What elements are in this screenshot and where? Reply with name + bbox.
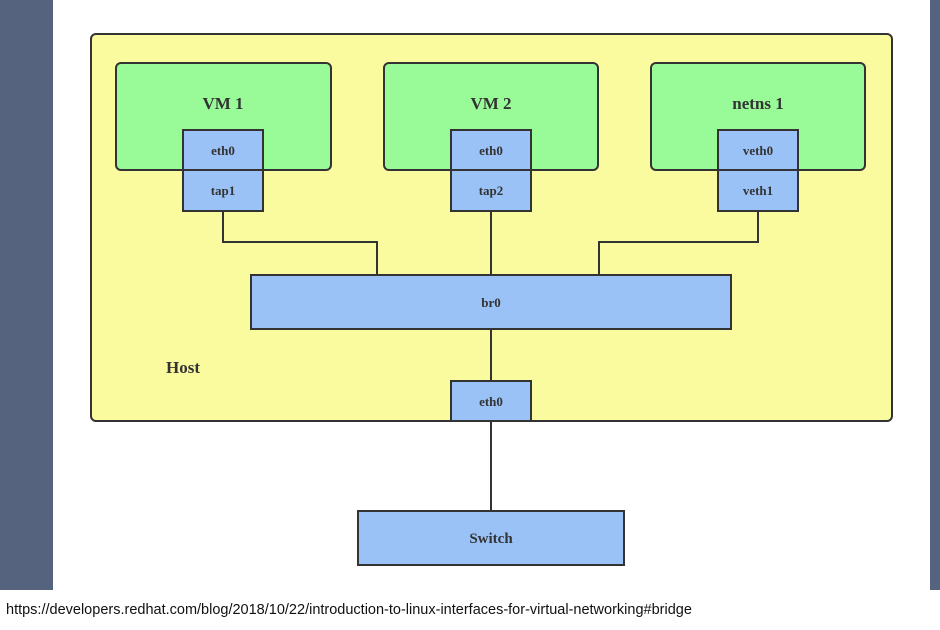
guest-iface-box — [717, 129, 799, 171]
host-iface-box — [717, 169, 799, 212]
host-nic-box — [450, 380, 532, 422]
guest-title: VM 2 — [470, 94, 511, 113]
guest-title: netns 1 — [732, 94, 783, 113]
guest-netns1: netns 1 veth0 veth1 — [650, 62, 866, 212]
guest-iface-label: eth0 — [211, 143, 235, 158]
guest-vm2: VM 2 eth0 tap2 — [383, 62, 599, 212]
connector-lines — [222, 211, 759, 511]
switch-box — [357, 510, 625, 566]
guest-iface-label: eth0 — [479, 143, 503, 158]
guest-iface-box — [182, 129, 264, 171]
link-tap1-br0 — [222, 211, 378, 275]
host-iface-label: veth1 — [743, 183, 773, 198]
diagram-canvas: Host VM 1 eth0 tap1 VM 2 eth0 tap2 — [53, 0, 930, 590]
host-label: Host — [166, 358, 200, 377]
guest-vm1: VM 1 eth0 tap1 — [115, 62, 332, 212]
bridge-box — [250, 274, 732, 330]
host-iface-label: tap2 — [479, 183, 504, 198]
guest-title: VM 1 — [202, 94, 243, 113]
source-url-caption: https://developers.redhat.com/blog/2018/… — [0, 590, 940, 630]
bridge-label: br0 — [481, 295, 501, 310]
link-veth1-br0 — [598, 211, 759, 275]
host-iface-box — [450, 169, 532, 212]
switch-label: Switch — [469, 531, 513, 547]
network-diagram: Host VM 1 eth0 tap1 VM 2 eth0 tap2 — [90, 33, 893, 566]
host-iface-box — [182, 169, 264, 212]
host-iface-label: tap1 — [211, 183, 236, 198]
guest-iface-label: veth0 — [743, 143, 773, 158]
host-nic-label: eth0 — [479, 394, 503, 409]
